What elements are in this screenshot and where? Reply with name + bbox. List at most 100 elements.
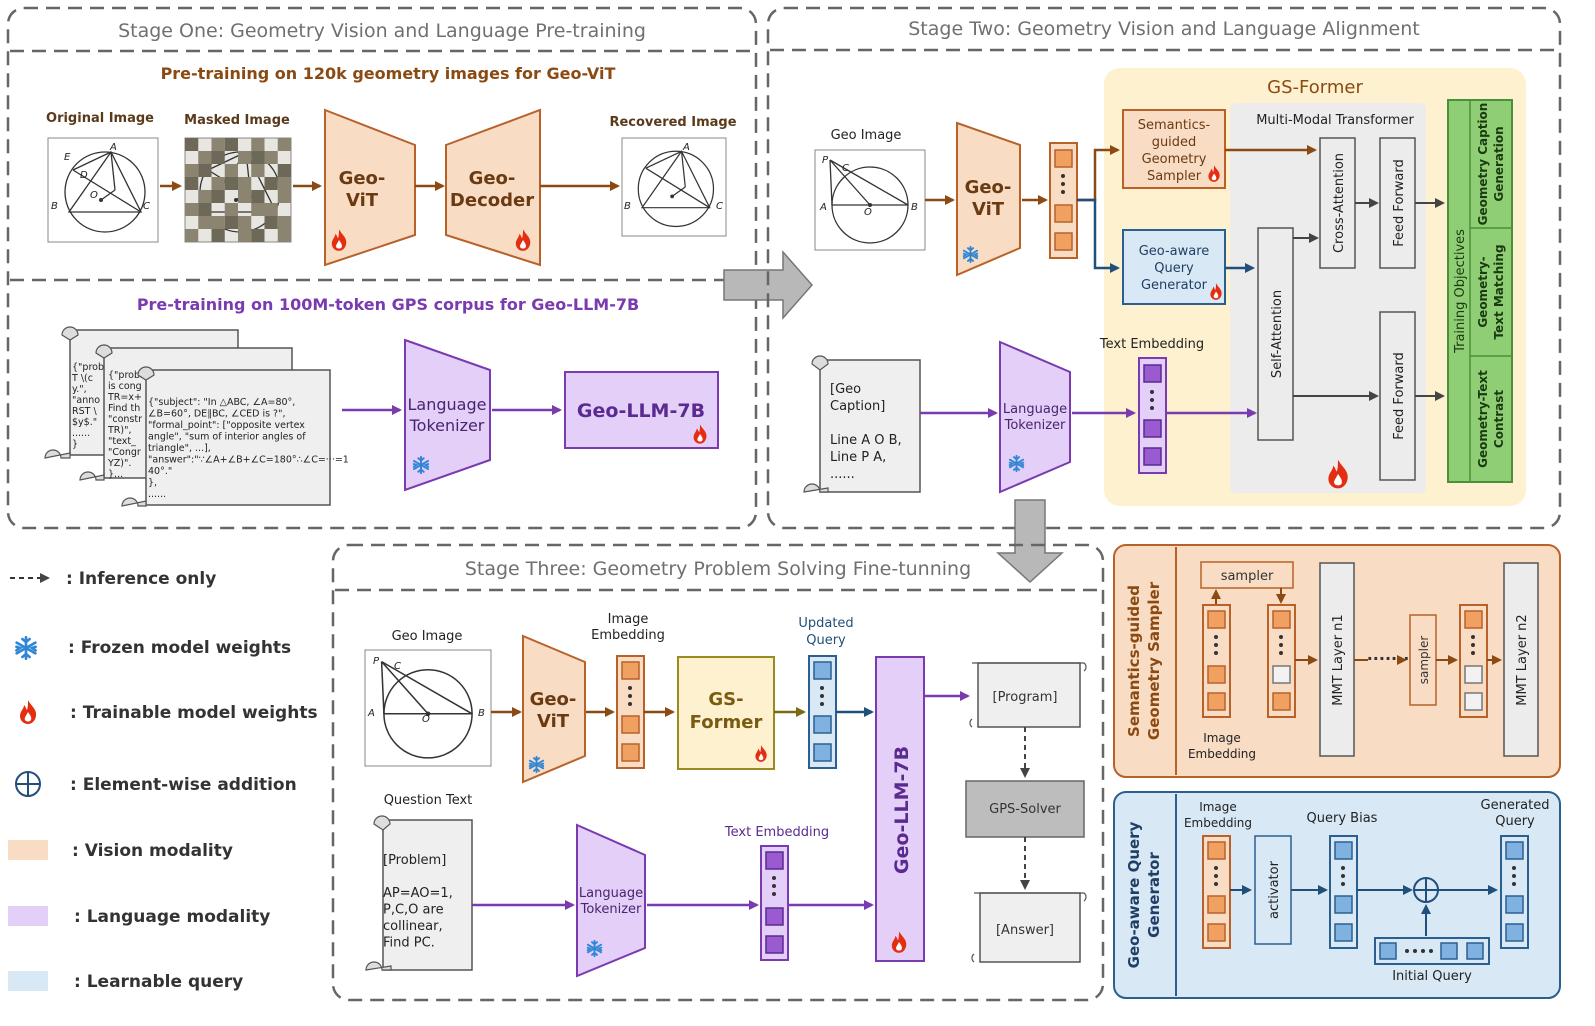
scroll-text-line: },: [148, 478, 157, 489]
legend-label: : Trainable model weights: [70, 703, 318, 723]
mask-patch: [264, 177, 278, 190]
scroll-text-line: Line P A,: [830, 450, 886, 465]
sampler-input-tokens: [1202, 604, 1231, 718]
text-embedding-tokens: [1138, 357, 1167, 474]
mask-patch: [224, 177, 238, 190]
query-gen-label-3: Generator: [1141, 278, 1208, 293]
tokenizer-label-1: Language: [1003, 402, 1067, 417]
mask-patch: [277, 190, 291, 203]
point-label: B: [51, 201, 58, 212]
corpus-scroll-front: {"subject": "In △ABC, ∠A=80°,∠B=60°, DE∥…: [121, 366, 349, 507]
gs-former-label-1: GS-: [708, 689, 743, 710]
recovered-image: [621, 137, 727, 237]
scroll-text-line: }...: [108, 469, 123, 480]
point-label: B: [624, 201, 631, 212]
query-swatch-icon: [8, 971, 48, 991]
geo-vit-label-2: ViT: [346, 190, 379, 211]
point-label: C: [842, 163, 849, 174]
mask-patch: [251, 138, 265, 151]
scroll-text-line: T \(c: [71, 373, 93, 384]
scroll-text-line: Find PC.: [383, 936, 435, 951]
sampler-label-2: guided: [1152, 135, 1197, 150]
scroll-text-line: P,C,O are: [383, 903, 444, 918]
language-swatch-icon: [8, 906, 48, 926]
scroll-text-line: [Geo: [830, 382, 861, 397]
scroll-text-line: "formal_point": ["opposite vertex: [148, 420, 305, 431]
scroll-text-line: Find th: [108, 403, 140, 414]
gps-solver-label: GPS-Solver: [989, 802, 1061, 817]
query-gen-label-1: Geo-aware: [1139, 244, 1210, 259]
stage-one-geo-vit: Geo- ViT: [324, 108, 416, 267]
semantics-guided-geometry-sampler: Semantics- guided Geometry Sampler: [1122, 109, 1226, 189]
image-embedding-label-2: Embedding: [1184, 816, 1252, 830]
feed-forward-bottom-block: Feed Forward: [1379, 311, 1416, 481]
cross-attention-label: Cross-Attention: [1332, 153, 1347, 253]
geo-llm-label: Geo-LLM-7B: [891, 746, 913, 874]
original-image-label: Original Image: [46, 111, 154, 126]
scroll-text-line: TR)",: [107, 425, 132, 436]
updated-query-tokens: [808, 655, 837, 769]
mask-patch: [185, 164, 199, 177]
stage-one-language-tokenizer: Language Tokenizer: [404, 338, 491, 492]
mask-patch: [238, 177, 252, 190]
mask-patch: [224, 216, 238, 229]
mask-patch: [251, 203, 265, 216]
image-embedding-label-1: Image: [608, 612, 649, 627]
geo-vit-label-2: ViT: [537, 711, 570, 732]
scroll-text-line: {"subject": "In △ABC, ∠A=80°,: [148, 397, 295, 408]
objective-contrast-1: Geometry-Text: [1476, 370, 1490, 468]
gs-former-title: GS-Former: [1267, 77, 1363, 98]
legend-label: : Inference only: [66, 569, 216, 589]
legend-label: : Frozen model weights: [68, 638, 291, 658]
mask-patch: [211, 177, 225, 190]
geo-vit-label-1: Geo-: [530, 689, 577, 710]
scroll-text-line: angle", "sum of interior angles of: [148, 432, 306, 443]
geo-aware-query-generator: Geo-aware Query Generator: [1122, 229, 1226, 305]
geo-decoder-label-1: Geo-: [469, 168, 516, 189]
scroll-text-line: y.",: [72, 384, 87, 395]
activator-block: activator: [1254, 835, 1292, 945]
gps-solver-block: GPS-Solver: [965, 780, 1085, 838]
scroll-text-line: "constr: [108, 414, 142, 425]
generated-query-label-1: Generated: [1481, 798, 1550, 813]
image-embedding-label-1: Image: [1199, 800, 1237, 814]
point-label: E: [64, 152, 71, 163]
stage-three-panel: Stage Three: Geometry Problem Solving Fi…: [331, 543, 1105, 1002]
initial-query-label: Initial Query: [1392, 969, 1472, 984]
scroll-text-line: ∠B=60°, DE∥BC, ∠CED is ?",: [148, 409, 286, 420]
feed-forward-label: Feed Forward: [1392, 159, 1407, 246]
mask-patch: [211, 190, 225, 203]
stage-three-title: Stage Three: Geometry Problem Solving Fi…: [465, 558, 971, 580]
updated-query-label-1: Updated: [798, 616, 853, 631]
objective-text-matching-2: Text Matching: [1492, 244, 1506, 339]
point-label: O: [864, 207, 872, 218]
scroll-text-line: [Problem]: [383, 853, 446, 868]
mask-patch: [264, 203, 278, 216]
tokenizer-label-1: Language: [408, 395, 487, 414]
cross-attention-block: Cross-Attention: [1319, 137, 1356, 269]
objective-caption-generation-2: Generation: [1492, 126, 1506, 201]
sampler-label-3: Geometry: [1142, 152, 1207, 167]
image-embedding-tokens: [616, 655, 645, 769]
mask-patch: [198, 203, 212, 216]
scroll-text-line: "Congr: [108, 447, 141, 458]
mmt-layer-n2-label: MMT Layer n2: [1515, 614, 1530, 705]
geo-vit-label-2: ViT: [972, 199, 1005, 220]
updated-query-label-2: Query: [806, 633, 846, 648]
query-generator-detail-panel: Geo-aware Query Generator Image Embeddin…: [1113, 791, 1561, 999]
scroll-text-line: "text_: [108, 436, 136, 447]
mask-patch: [277, 216, 291, 229]
tokenizer-label-2: Tokenizer: [580, 902, 642, 917]
mask-patch: [211, 229, 225, 242]
point-label: A: [682, 142, 690, 153]
mask-patch: [277, 177, 291, 190]
text-embedding-tokens: [760, 845, 789, 961]
sampled-tokens-2: [1459, 604, 1488, 718]
scroll-text-line: YZ)".: [107, 458, 131, 469]
stage-two-language-tokenizer: Language Tokenizer: [999, 340, 1071, 494]
image-embedding-label-1: Image: [1203, 731, 1241, 745]
mask-patch: [211, 151, 225, 164]
language-pretraining-heading: Pre-training on 100M-token GPS corpus fo…: [137, 295, 639, 314]
scroll-text-line: Caption]: [830, 399, 885, 414]
